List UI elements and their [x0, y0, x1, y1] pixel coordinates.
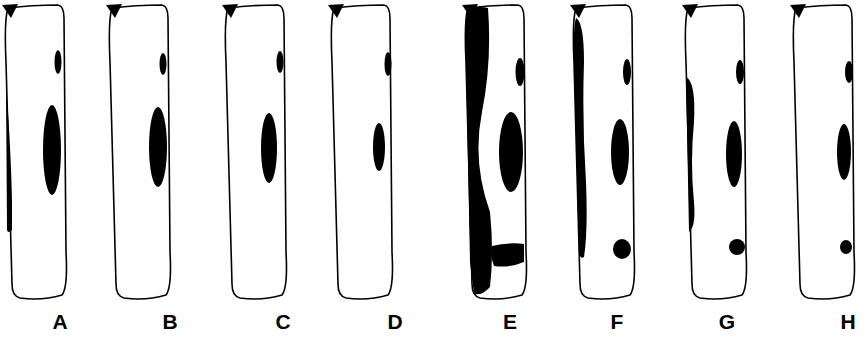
panel-letter: D: [387, 311, 402, 332]
panel-letter: E: [503, 311, 517, 332]
cell-d: [328, 4, 393, 299]
panel-letter: A: [52, 311, 67, 332]
cell-b: [106, 4, 171, 299]
panel-letter: B: [162, 311, 177, 332]
panel-letter: C: [275, 311, 290, 332]
panel-letter: G: [719, 311, 735, 332]
cell-f: [570, 4, 635, 299]
panel-letter: H: [840, 311, 855, 332]
cell-h: [790, 4, 855, 299]
cell-e: [462, 4, 527, 299]
cell-a: [2, 4, 67, 299]
cell-c: [222, 4, 287, 299]
panel-letter: F: [611, 311, 624, 332]
cell-g: [682, 4, 747, 299]
